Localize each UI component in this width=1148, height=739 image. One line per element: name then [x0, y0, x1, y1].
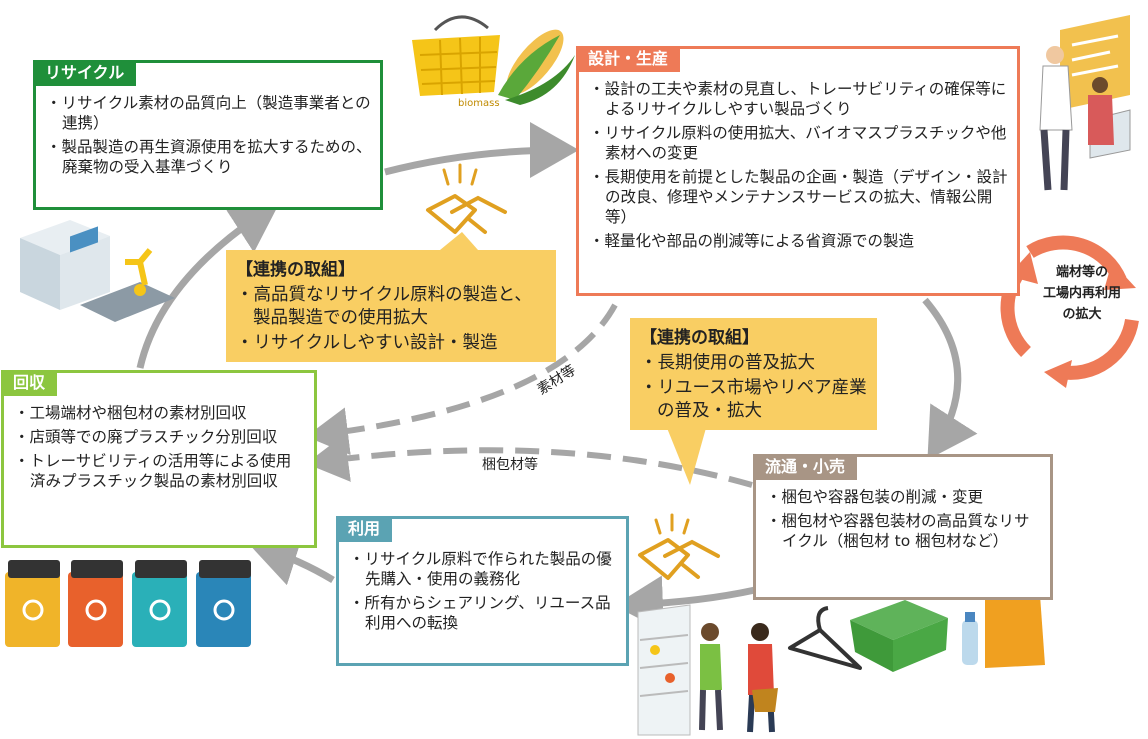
arrow-collect-to-recycle [136, 202, 280, 369]
design-production-box: 設計・生産 設計の工夫や素材の見直し、トレーサビリティの確保等によるリサイクルし… [576, 46, 1020, 296]
collaboration-items: 高品質なリサイクル原料の製造と、製品製造での使用拡大 リサイクルしやすい設計・製… [236, 284, 546, 355]
collaboration-item: リサイクルしやすい設計・製造 [236, 332, 546, 355]
collect-item: 工場端材や梱包材の素材別回収 [14, 403, 306, 423]
biomass-label: biomass [458, 98, 500, 109]
recycle-tag: リサイクル [33, 60, 137, 86]
recycle-items: リサイクル素材の品質向上（製造事業者との連携） 製品製造の再生資源使用を拡大する… [46, 93, 372, 181]
retail-items: 梱包や容器包装の削減・変更 梱包材や容器包装材の高品質なリサイクル（梱包材 to… [766, 487, 1042, 555]
design-items: 設計の工夫や素材の見直し、トレーサビリティの確保等によるリサイクルしやすい製品づ… [589, 79, 1009, 255]
recycle-item: 製品製造の再生資源使用を拡大するための、廃棄物の受入基準づくり [46, 137, 372, 177]
handshake-icon-2 [638, 513, 720, 580]
collaboration-item: 長期使用の普及拡大 [640, 352, 867, 375]
distribution-retail-tag: 流通・小売 [753, 454, 858, 480]
use-item: 所有からシェアリング、リユース品利用への転換 [349, 593, 618, 633]
collect-item: トレーサビリティの活用等による使用済みプラスチック製品の素材別回収 [14, 451, 306, 491]
engineer-icon [1039, 15, 1131, 191]
use-item: リサイクル原料で作られた製品の優先購入・使用の義務化 [349, 549, 618, 589]
design-item: リサイクル原料の使用拡大、バイオマスプラスチックや他素材への変更 [589, 123, 1009, 163]
retail-item: 梱包や容器包装の削減・変更 [766, 487, 1042, 507]
shoppers-icon [637, 604, 778, 736]
recycle-box: リサイクル リサイクル素材の品質向上（製造事業者との連携） 製品製造の再生資源使… [33, 60, 383, 210]
collaboration-item: リユース市場やリペア産業の普及・拡大 [640, 377, 867, 423]
bottle-icon [962, 612, 978, 665]
collaboration-items: 長期使用の普及拡大 リユース市場やリペア産業の普及・拡大 [640, 352, 867, 423]
recycle-item: リサイクル素材の品質向上（製造事業者との連携） [46, 93, 372, 133]
factory-robot-icon [20, 220, 175, 322]
packaging-label: 梱包材等 [482, 457, 538, 473]
use-box: 利用 リサイクル原料で作られた製品の優先購入・使用の義務化 所有からシェアリング… [336, 516, 629, 666]
collection-box: 回収 工場端材や梱包材の素材別回収 店頭等での廃プラスチック分別回収 トレーサビ… [1, 370, 317, 548]
design-item: 長期使用を前提とした製品の企画・製造（デザイン・設計の改良、修理やメンテナンスサ… [589, 167, 1009, 227]
dashed-arrow-materials [306, 303, 618, 456]
arrow-use-to-collect [248, 531, 335, 586]
collaboration-title: 【連携の取組】 [236, 260, 355, 280]
arrow-design-to-retail [922, 297, 978, 460]
use-tag: 利用 [336, 516, 393, 542]
collaboration-callout-2: 【連携の取組】 長期使用の普及拡大 リユース市場やリペア産業の普及・拡大 [630, 318, 877, 430]
internal-reuse-text: 端材等の 工場内再利用 の拡大 [1026, 262, 1138, 325]
hanger-icon [788, 606, 862, 670]
design-production-tag: 設計・生産 [576, 46, 681, 72]
collect-item: 店頭等での廃プラスチック分別回収 [14, 427, 306, 447]
basket-icon [412, 15, 500, 96]
callout-pointer-bottom [667, 428, 706, 485]
callout-pointer-top [440, 232, 478, 250]
arrow-recycle-to-design [384, 122, 579, 179]
design-item: 設計の工夫や素材の見直し、トレーサビリティの確保等によるリサイクルしやすい製品づ… [589, 79, 1009, 119]
arrow-retail-to-use [614, 575, 756, 632]
dashed-arrow-packaging [306, 434, 753, 488]
collaboration-title: 【連携の取組】 [640, 328, 759, 348]
corn-icon [498, 29, 575, 105]
collaboration-item: 高品質なリサイクル原料の製造と、製品製造での使用拡大 [236, 284, 546, 330]
distribution-retail-box: 流通・小売 梱包や容器包装の削減・変更 梱包材や容器包装材の高品質なリサイクル（… [753, 454, 1053, 600]
design-item: 軽量化や部品の削減等による省資源での製造 [589, 231, 1009, 251]
recycle-bin-icon [5, 560, 251, 647]
crate-icon [850, 600, 948, 672]
collect-items: 工場端材や梱包材の素材別回収 店頭等での廃プラスチック分別回収 トレーサビリティ… [14, 403, 306, 495]
use-items: リサイクル原料で作られた製品の優先購入・使用の義務化 所有からシェアリング、リユ… [349, 549, 618, 637]
cycle-line: 工場内再利用 [1042, 286, 1121, 301]
collaboration-callout-1: 【連携の取組】 高品質なリサイクル原料の製造と、製品製造での使用拡大 リサイクル… [226, 250, 556, 362]
cycle-line: の拡大 [1062, 307, 1102, 322]
handshake-icon [426, 163, 507, 234]
cycle-line: 端材等の [1055, 265, 1108, 280]
retail-item: 梱包材や容器包装材の高品質なリサイクル（梱包材 to 梱包材など） [766, 511, 1042, 551]
collection-tag: 回収 [1, 370, 58, 396]
